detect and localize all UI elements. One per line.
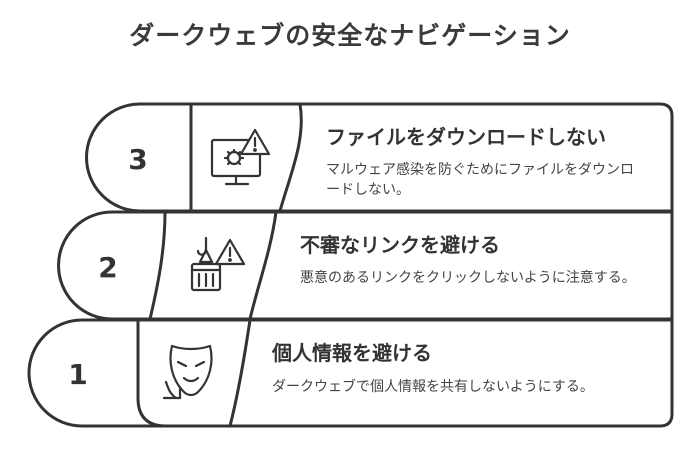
step-1-title: 個人情報を避ける [272,341,432,365]
diagram-title: ダークウェブの安全なナビゲーション [129,21,571,50]
step-1-description: ダークウェブで個人情報を共有しないようにする。 [272,379,594,395]
hook-warning-icon [184,236,250,302]
step-1-number: 1 [68,358,88,391]
step-1-icon-tab [136,318,252,428]
step-2-number: 2 [98,251,118,284]
step-1-box [27,318,674,428]
mask-icon [160,342,220,410]
step-3-title: ファイルをダウンロードしない [326,125,606,149]
step-2-title: 不審なリンクを避ける [300,233,500,257]
step-3-number: 3 [128,143,148,176]
step-3-description: マルウェア感染を防ぐためにファイルをダウンロードしない。 [326,162,634,198]
step-2-description: 悪意のあるリンクをクリックしないように注意する。 [300,270,636,286]
computer-virus-warning-icon [208,128,274,194]
